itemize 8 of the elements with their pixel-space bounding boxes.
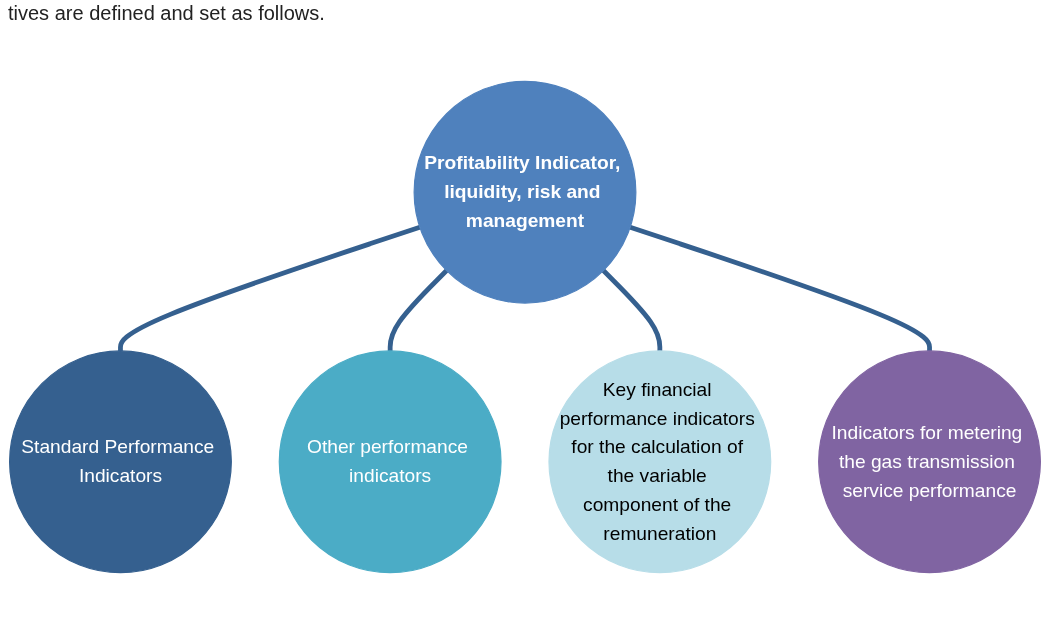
node-circle: Indicators for metering the gas transmission service performance <box>818 350 1041 574</box>
connector <box>601 268 663 351</box>
intro-text: tives are defined and set as follows. <box>8 2 325 25</box>
node-circle: Other performance indicators <box>278 350 502 574</box>
node-circle: Profitability Indicator, liquidity, risk and management <box>413 80 637 304</box>
node-circle: Key financial performance indicators for the calculation of the variable component of the remuneration <box>548 350 772 574</box>
connector <box>387 268 449 351</box>
node-circle: Standard Performance Indicators <box>9 350 232 574</box>
